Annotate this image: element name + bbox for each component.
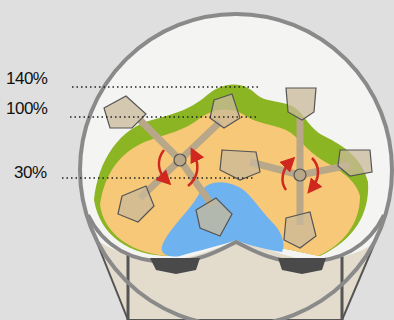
level-label: 100% [6,100,47,117]
drum-interior [70,0,394,260]
level-label: 140% [6,70,47,87]
rotation-arrow [159,150,318,190]
fill-30 [162,182,284,256]
plough-tool [220,88,372,248]
fill-100 [100,109,360,256]
fill-140 [94,84,368,256]
drum-shell [80,14,392,320]
drive-foot [150,258,326,274]
drum-bottom [88,215,384,262]
level-label: 30% [14,164,47,181]
plough-tool [104,94,240,236]
